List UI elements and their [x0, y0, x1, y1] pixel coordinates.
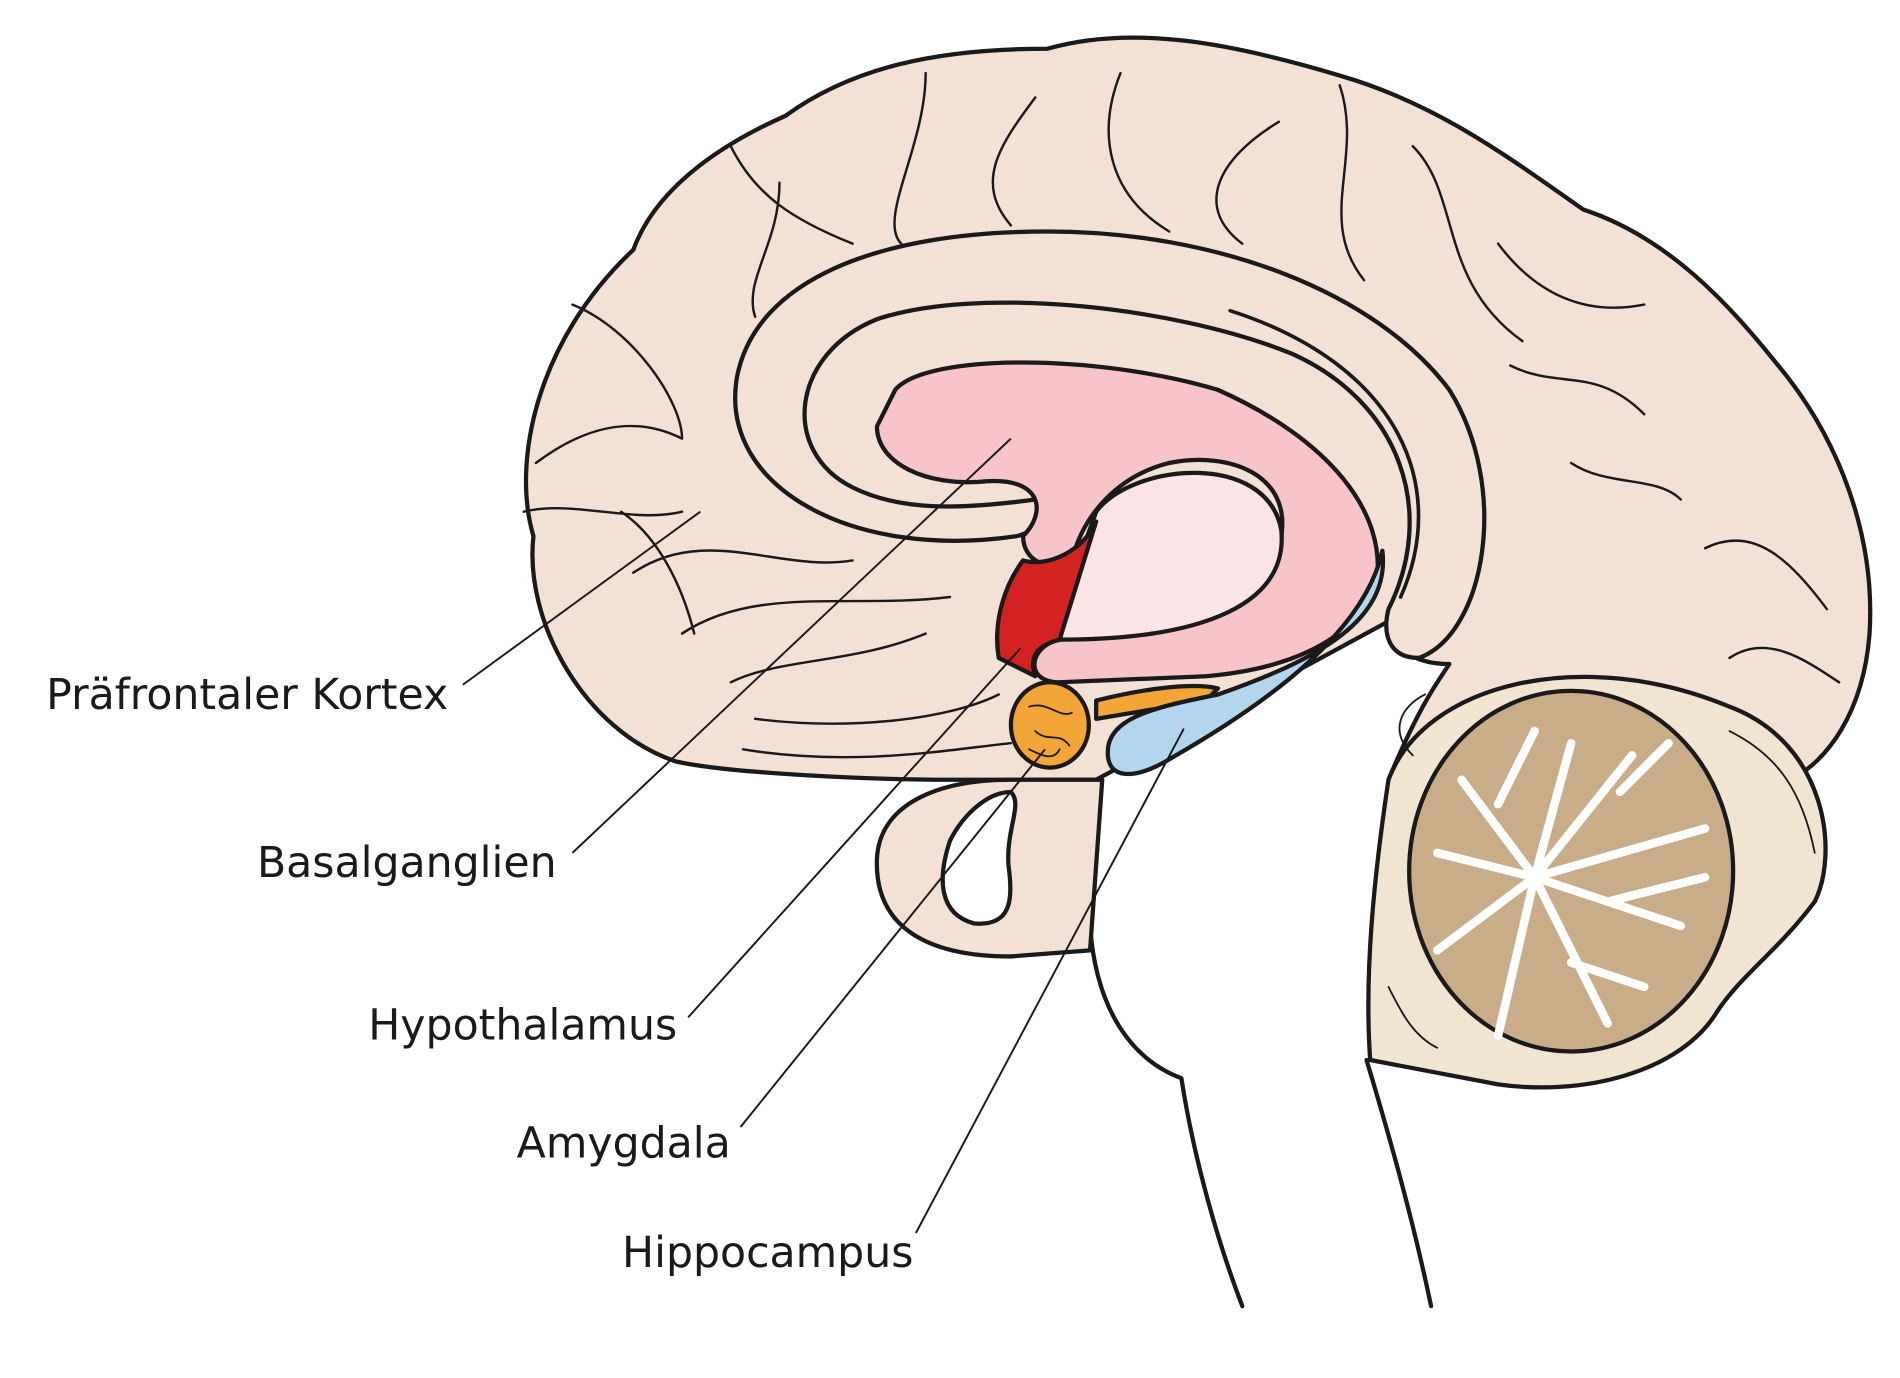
cerebellum: [1366, 674, 1828, 1090]
thalamus: [1057, 470, 1284, 642]
hippocampus: [1105, 548, 1386, 777]
leader-hypothalamus: [687, 647, 1022, 1019]
leader-hippocampus: [915, 728, 1185, 1234]
label-hypothalamus: Hypothalamus: [368, 1000, 677, 1050]
leader-prefrontal: [462, 510, 701, 686]
leader-amygdala: [739, 748, 1046, 1128]
leader-basal: [571, 437, 1012, 854]
label-amygdala: Amygdala: [517, 1118, 731, 1168]
hypothalamus: [995, 519, 1099, 679]
label-prefrontal: Präfrontaler Kortex: [46, 670, 448, 720]
amygdala: [1008, 680, 1221, 770]
label-basal: Basalganglien: [257, 838, 557, 888]
brainstem: [1087, 923, 1434, 1309]
label-hippocampus: Hippocampus: [622, 1228, 913, 1278]
